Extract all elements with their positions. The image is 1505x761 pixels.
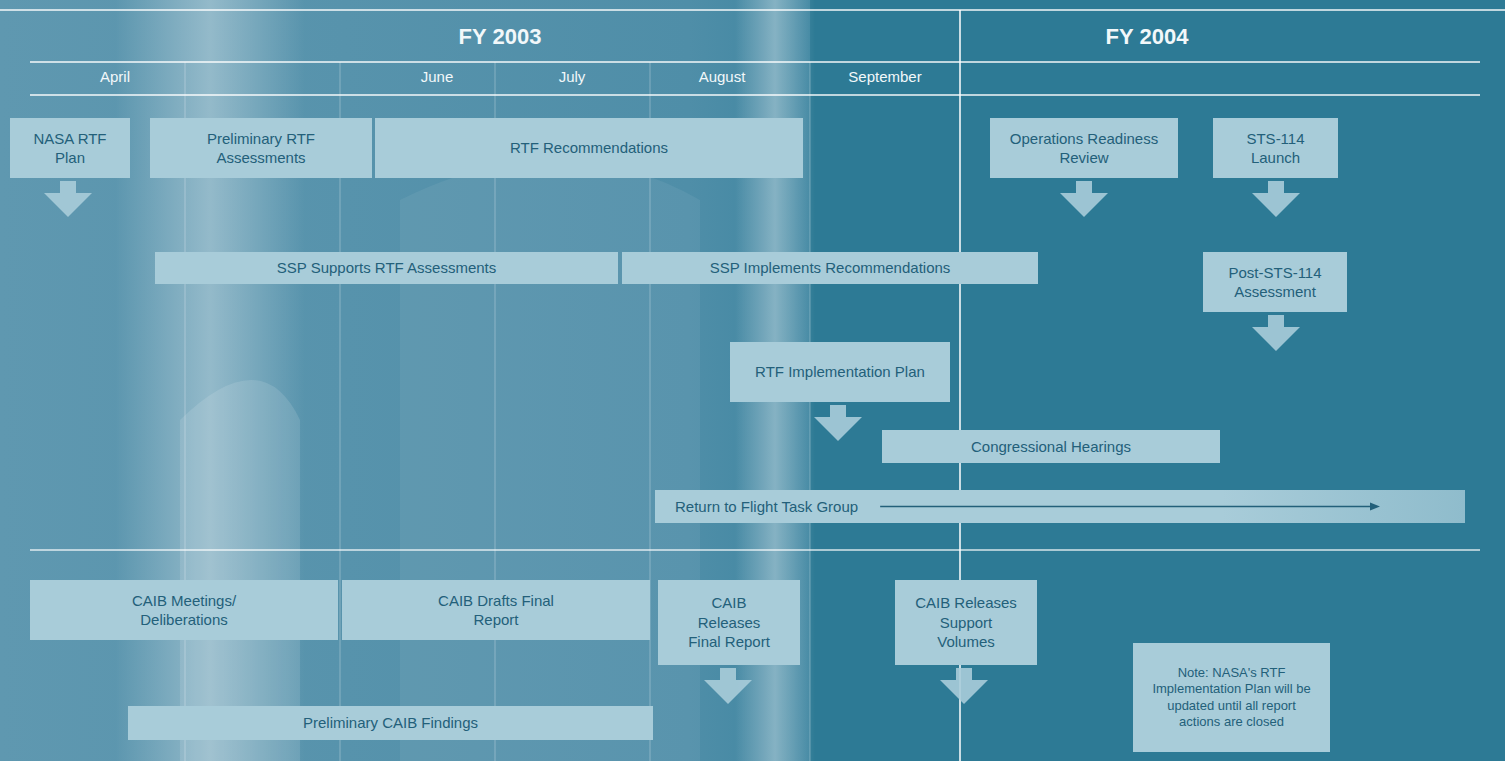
month-label: September	[848, 68, 921, 85]
month-label: July	[559, 68, 586, 85]
box-text: CAIB Releases Final Report	[684, 593, 774, 652]
box-text: Post-STS-114 Assessment	[1220, 263, 1330, 302]
box-text: Preliminary RTF Assessments	[191, 129, 331, 168]
timeline-box: Note: NASA's RTF Implementation Plan wil…	[1133, 643, 1330, 752]
booster-nose	[180, 380, 300, 761]
fiscal-year-heading: FY 2004	[1106, 24, 1189, 50]
box-text: SSP Implements Recommendations	[710, 258, 951, 278]
timeline-box: Post-STS-114 Assessment	[1203, 252, 1347, 312]
timeline-box: CAIB Meetings/ Deliberations	[30, 580, 338, 640]
box-text: Congressional Hearings	[971, 437, 1131, 457]
timeline-box: CAIB Releases Support Volumes	[895, 580, 1037, 665]
timeline-box: CAIB Releases Final Report	[658, 580, 800, 665]
month-label: April	[100, 68, 130, 85]
booster-glow	[115, 0, 305, 761]
box-text: SSP Supports RTF Assessments	[277, 258, 497, 278]
grid-line	[30, 61, 1480, 63]
timeline-box: Preliminary CAIB Findings	[128, 706, 653, 740]
timeline-box: Operations Readiness Review	[990, 118, 1178, 178]
month-label: August	[699, 68, 746, 85]
timeline-box: NASA RTF Plan	[10, 118, 130, 178]
timeline-box: Preliminary RTF Assessments	[150, 118, 372, 178]
box-text: STS-114 Launch	[1226, 129, 1326, 168]
month-label: June	[421, 68, 454, 85]
box-text: Return to Flight Task Group	[675, 497, 858, 517]
timeline-box: RTF Recommendations	[375, 118, 803, 178]
photo-area	[0, 0, 810, 761]
box-text: Preliminary CAIB Findings	[303, 713, 478, 733]
box-text: Operations Readiness Review	[1009, 129, 1159, 168]
timeline-box: Congressional Hearings	[882, 430, 1220, 463]
launch-tower	[400, 160, 700, 761]
grid-line	[30, 94, 1480, 96]
box-text: CAIB Releases Support Volumes	[911, 593, 1021, 652]
box-text: RTF Implementation Plan	[755, 362, 925, 382]
box-text: NASA RTF Plan	[20, 129, 120, 168]
timeline-box: SSP Supports RTF Assessments	[155, 252, 618, 284]
box-text: CAIB Drafts Final Report	[416, 591, 576, 630]
box-text: CAIB Meetings/ Deliberations	[104, 591, 264, 630]
timeline-box: CAIB Drafts Final Report	[342, 580, 650, 640]
box-text: Note: NASA's RTF Implementation Plan wil…	[1149, 665, 1314, 730]
timeline-box: STS-114 Launch	[1213, 118, 1338, 178]
fiscal-year-heading: FY 2003	[459, 24, 542, 50]
grid-line	[30, 549, 1480, 551]
timeline-bar: Return to Flight Task Group	[655, 490, 1465, 523]
grid-line	[0, 9, 1505, 11]
timeline-box: SSP Implements Recommendations	[622, 252, 1038, 284]
timeline-box: RTF Implementation Plan	[730, 342, 950, 402]
box-text: RTF Recommendations	[510, 138, 668, 158]
